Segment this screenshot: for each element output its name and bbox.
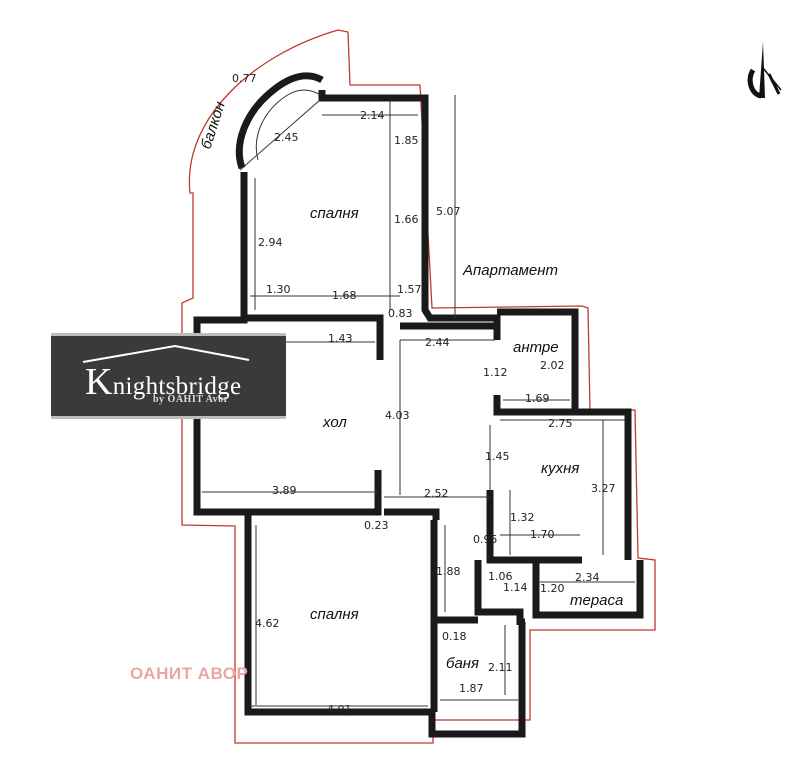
dim-label: 0.77 <box>232 72 257 85</box>
dim-label: 1.88 <box>436 565 461 578</box>
balcony-arc-wall <box>235 72 324 170</box>
logo-tagline: by OAHIT Avor <box>153 394 229 405</box>
dim-label: 1.14 <box>503 581 528 594</box>
dim-label: 1.68 <box>332 289 357 302</box>
watermark: ОАНИТ АВОР <box>130 664 249 683</box>
dim-label: 1.66 <box>394 213 419 226</box>
dim-label: 2.02 <box>540 359 565 372</box>
room-label-terrace: тераса <box>570 592 623 609</box>
logo-brand: Knightsbridge <box>85 360 241 404</box>
dim-label: 1.32 <box>510 511 535 524</box>
dim-label: 2.75 <box>548 417 573 430</box>
dim-label: 2.34 <box>575 571 600 584</box>
north-compass-icon <box>747 42 782 99</box>
room-label-bath: баня <box>446 655 479 672</box>
outer-contour <box>181 29 656 744</box>
dim-label: 1.06 <box>488 570 513 583</box>
room-label-balcony: балкон <box>198 100 229 152</box>
dim-label: 0.83 <box>388 307 413 320</box>
dim-label: 2.45 <box>274 131 299 144</box>
dim-label: 0.95 <box>473 533 498 546</box>
dim-label: 1.85 <box>394 134 419 147</box>
logo-brand-rest: nightsbridge <box>112 373 242 400</box>
dim-label: 1.20 <box>540 582 565 595</box>
dim-label: 1.45 <box>485 450 510 463</box>
dim-label: 2.14 <box>360 109 385 122</box>
balcony-arc-inner <box>255 89 323 161</box>
internal-walls-5 <box>474 490 582 625</box>
outer-walls <box>193 312 526 738</box>
dim-label: 4.03 <box>385 409 410 422</box>
bedroom-top-walls <box>318 90 501 326</box>
dim-label: 1.87 <box>459 682 484 695</box>
plan-label-apartment: Апартамент <box>462 262 558 279</box>
dimension-lines <box>202 95 635 707</box>
dim-label: 0.23 <box>364 519 389 532</box>
dim-label: 5.07 <box>436 205 461 218</box>
dim-label: 1.70 <box>530 528 555 541</box>
dim-label: 1.12 <box>483 366 508 379</box>
room-label-antre: антре <box>513 339 559 356</box>
logo-brand-initial: K <box>85 361 113 403</box>
roof-icon <box>82 344 250 363</box>
dim-label: 0.18 <box>442 630 467 643</box>
room-label-bedroom-top: спалня <box>310 205 359 222</box>
dim-label: 2.94 <box>258 236 283 249</box>
dim-label: 2.11 <box>488 661 513 674</box>
dim-label: 1.69 <box>525 392 550 405</box>
dim-label: 2.52 <box>424 487 449 500</box>
dim-label: 4.62 <box>255 617 280 630</box>
room-label-bedroom-bottom: спалня <box>310 606 359 623</box>
room-label-kitchen: кухня <box>541 460 579 477</box>
internal-walls-1 <box>246 314 501 360</box>
dim-label: 3.89 <box>272 484 297 497</box>
internal-walls-3 <box>200 470 440 520</box>
dim-label: 3.27 <box>591 482 616 495</box>
agency-logo: Knightsbridge by OAHIT Avor <box>51 333 286 419</box>
dim-label: 1.30 <box>266 283 291 296</box>
internal-walls-6 <box>532 560 644 619</box>
room-label-hall: хол <box>322 414 347 431</box>
internal-walls-2 <box>493 395 575 416</box>
dimension-labels: 0.77 2.45 2.14 1.85 1.66 5.07 2.94 1.30 … <box>232 72 616 716</box>
dim-label: 1.57 <box>397 283 422 296</box>
dim-label: 2.44 <box>425 336 450 349</box>
dim-label: 1.43 <box>328 332 353 345</box>
dim-label: 4.01 <box>327 703 352 716</box>
